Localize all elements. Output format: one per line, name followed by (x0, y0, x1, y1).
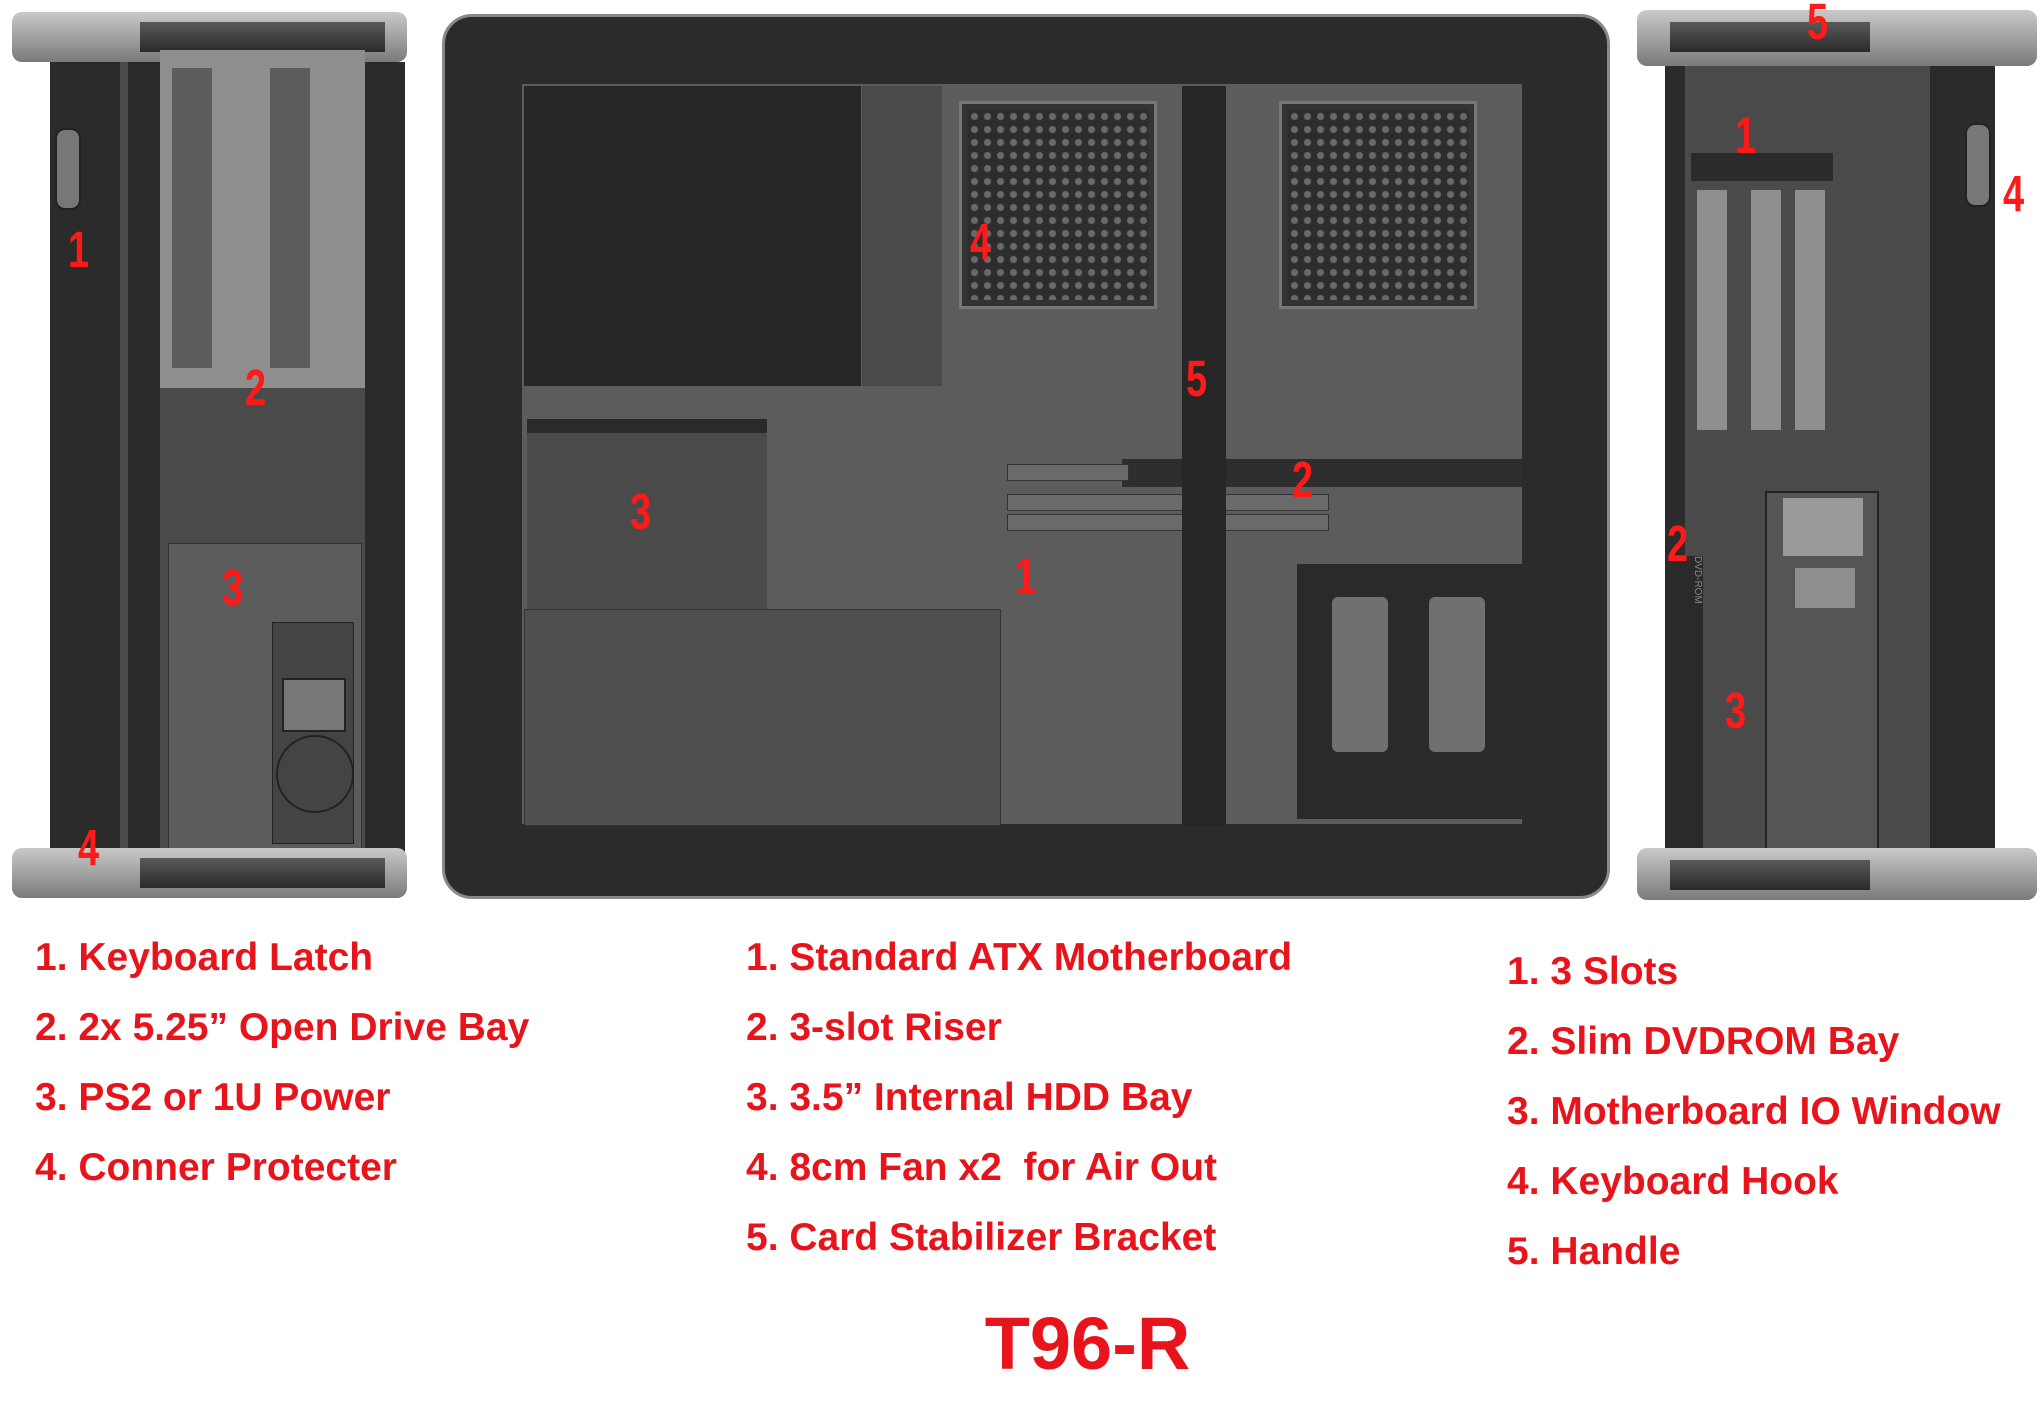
legend-item: 3. Motherboard IO Window (1507, 1090, 2001, 1133)
expansion-slots (1697, 190, 1727, 430)
fan-1 (962, 104, 1154, 306)
legend-item: 4. Conner Protecter (35, 1146, 397, 1189)
legend-item: 2. Slim DVDROM Bay (1507, 1020, 1900, 1063)
dvd-label: DVD-ROM (1692, 556, 1703, 604)
callout-1: 1 (1735, 108, 1757, 166)
right-side-view: DVD-ROM 5 1 4 2 3 (1635, 0, 2040, 903)
callout-1: 1 (1015, 549, 1037, 607)
callout-3: 3 (222, 560, 244, 618)
legend-item: 5. Card Stabilizer Bracket (746, 1216, 1217, 1259)
legend-item: 3. PS2 or 1U Power (35, 1076, 391, 1119)
slim-dvdrom-bay: DVD-ROM (1673, 556, 1703, 856)
callout-2: 2 (245, 360, 267, 418)
callout-2: 2 (1292, 452, 1314, 510)
legend-item: 3. 3.5” Internal HDD Bay (746, 1076, 1193, 1119)
callout-5: 5 (1807, 0, 1829, 52)
legend-item: 2. 2x 5.25” Open Drive Bay (35, 1006, 530, 1049)
handle-bar (140, 22, 385, 52)
card-stabilizer-bracket (1182, 86, 1226, 826)
hdd-bay (527, 419, 767, 623)
callout-1: 1 (68, 222, 90, 280)
handle (1670, 22, 1870, 52)
legend-item: 5. Handle (1507, 1230, 1681, 1273)
callout-3: 3 (630, 484, 652, 542)
keyboard-latch (55, 128, 81, 210)
callout-4: 4 (2003, 166, 2025, 224)
callout-5: 5 (1186, 351, 1208, 409)
left-side-view: 1 2 3 4 (10, 10, 410, 900)
slot-bracket (1691, 153, 1833, 181)
legend-item: 4. Keyboard Hook (1507, 1160, 1839, 1203)
power-socket (282, 678, 346, 732)
psu-block (524, 86, 861, 386)
callout-4: 4 (78, 820, 100, 878)
legend-item: 1. Keyboard Latch (35, 936, 374, 979)
drive-cage (1297, 564, 1522, 819)
legend-item: 4. 8cm Fan x2 for Air Out (746, 1146, 1218, 1189)
keyboard-hook (1965, 123, 1991, 207)
callout-2: 2 (1667, 516, 1689, 574)
top-internal-view: 4 5 2 3 1 (442, 14, 1612, 904)
legend-item: 2. 3-slot Riser (746, 1006, 1002, 1049)
fan-2 (1282, 104, 1474, 306)
legend-item: 1. 3 Slots (1507, 950, 1679, 993)
callout-4: 4 (970, 214, 992, 272)
callout-3: 3 (1725, 683, 1747, 741)
legend-item: 1. Standard ATX Motherboard (746, 936, 1293, 979)
model-title: T96-R (984, 1302, 1191, 1385)
